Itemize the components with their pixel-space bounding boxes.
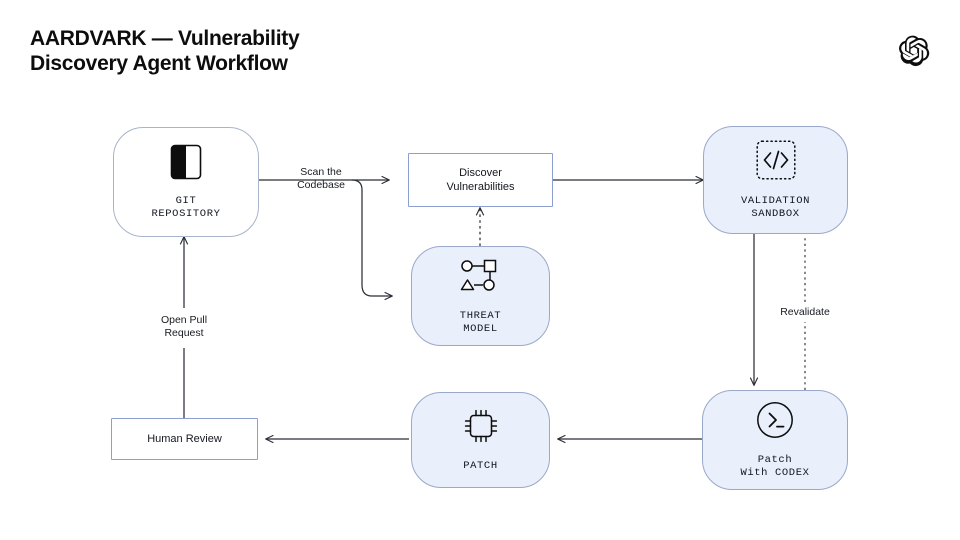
book-repository-icon (168, 143, 204, 186)
node-label-human-review: Human Review (147, 433, 222, 445)
node-label-threat-model: THREAT MODEL (459, 309, 502, 336)
node-git-repository[interactable]: GIT REPOSITORY (113, 127, 259, 237)
node-patch-with-codex[interactable]: Patch With CODEX (702, 390, 848, 490)
node-label-patch: PATCH (463, 460, 498, 473)
node-patch[interactable]: PATCH (411, 392, 550, 488)
node-label-patch-with-codex: Patch With CODEX (740, 453, 810, 480)
edge-label-scan-codebase: Scan the Codebase (297, 166, 345, 191)
edge-scan-codebase-branch (351, 179, 392, 296)
terminal-prompt-icon (755, 400, 795, 445)
node-threat-model[interactable]: THREAT MODEL (411, 246, 550, 346)
node-human-review[interactable]: Human Review (111, 418, 258, 460)
node-label-validation-sandbox: VALIDATION SANDBOX (740, 194, 810, 221)
node-validation-sandbox[interactable]: VALIDATION SANDBOX (703, 126, 848, 234)
edge-label-revalidate: Revalidate (780, 306, 830, 318)
page-title: AARDVARK — Vulnerability Discovery Agent… (30, 27, 300, 75)
node-discover-vulnerabilities[interactable]: Discover Vulnerabilities (408, 153, 553, 207)
graph-nodes-icon (455, 256, 507, 301)
chip-icon (461, 406, 501, 451)
openai-logo-icon (898, 34, 932, 68)
node-label-discover-vulnerabilities: Discover Vulnerabilities (446, 167, 515, 193)
code-brackets-icon (755, 139, 797, 186)
node-label-git-repository: GIT REPOSITORY (151, 194, 221, 221)
edge-label-open-pull-request: Open Pull Request (160, 314, 208, 339)
